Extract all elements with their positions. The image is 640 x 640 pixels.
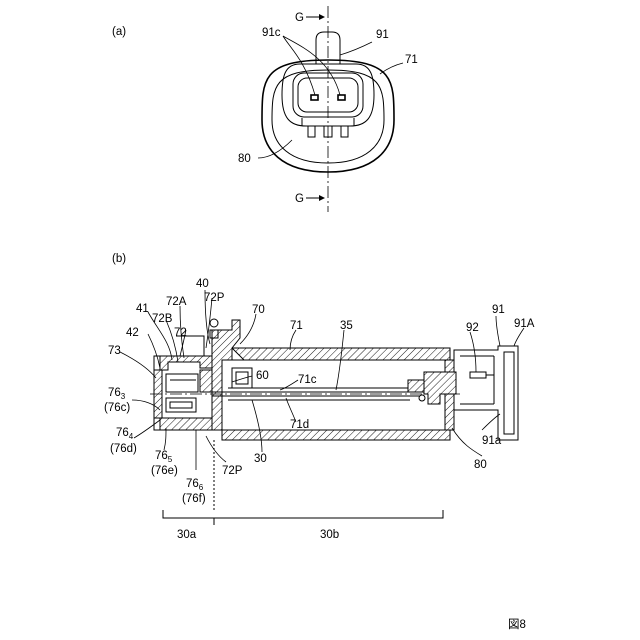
label-765: 765 (76e) [151,450,178,477]
label-35: 35 [340,320,353,332]
svg-text:763: 763 [108,387,126,401]
figure-number: 図8 [508,618,526,631]
label-91a: 91a [482,435,502,447]
svg-text:G: G [295,12,304,24]
label-71-b: 71 [290,320,303,332]
svg-text:766: 766 [186,478,204,492]
svg-text:765: 765 [155,450,173,464]
dimension-bracket [163,510,443,525]
leaders-view-a [258,36,403,158]
label-73: 73 [108,345,121,357]
label-70: 70 [252,304,265,316]
svg-text:(76f): (76f) [182,493,206,505]
label-71d: 71d [290,419,309,431]
label-72A: 72A [166,296,187,308]
label-72P-top: 72P [204,292,225,304]
svg-text:G: G [295,193,304,205]
label-72: 72 [174,327,187,339]
label-42: 42 [126,327,139,339]
svg-text:764: 764 [116,427,134,441]
label-40: 40 [196,278,209,290]
label-72B: 72B [152,313,173,325]
label-91: 91 [376,29,389,41]
label-766: 766 (76f) [182,478,206,505]
label-41: 41 [136,303,149,315]
label-30b: 30b [320,529,339,541]
label-91A: 91A [514,318,535,330]
section-mark-bottom: G [295,193,324,205]
view-b: (b) [104,253,535,541]
view-a-label: (a) [112,26,126,38]
label-91-b: 91 [492,304,505,316]
label-71c: 71c [298,374,317,386]
label-764: 764 (76d) [110,427,137,455]
label-91c: 91c [262,27,281,39]
svg-text:(76d): (76d) [110,443,137,455]
label-30a: 30a [177,529,197,541]
terminal-left [311,95,318,100]
section-mark-top: G [295,12,324,24]
terminal-right [338,95,345,100]
view-a: (a) G G [112,6,418,212]
label-60: 60 [256,370,269,382]
label-71: 71 [405,54,418,66]
svg-text:(76e): (76e) [151,465,178,477]
label-763: 763 (76c) [104,387,130,414]
label-80-b: 80 [474,459,487,471]
label-80: 80 [238,153,251,165]
svg-text:(76c): (76c) [104,402,130,414]
label-72P-bottom: 72P [222,465,243,477]
view-b-label: (b) [112,253,126,265]
label-30: 30 [254,453,267,465]
label-92: 92 [466,322,479,334]
